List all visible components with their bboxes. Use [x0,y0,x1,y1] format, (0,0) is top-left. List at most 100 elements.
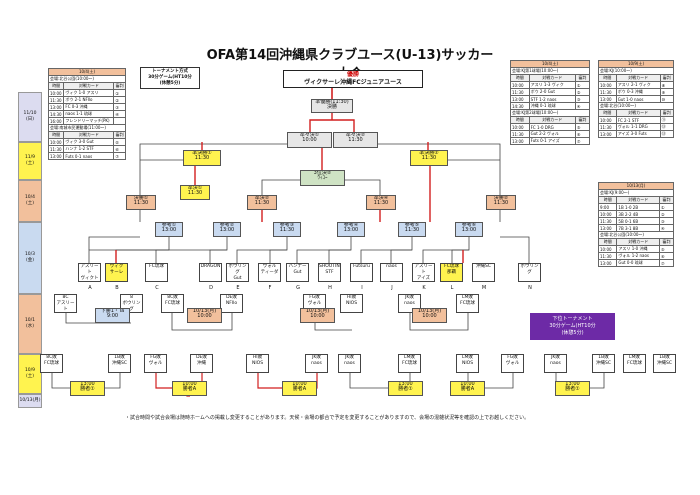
match-label: 参考④ [343,222,359,228]
lower-match-3: 10/13(月)10:00 [300,308,335,323]
schedule-cell: ⑦ [574,137,591,145]
schedule-cell: 13:00 [510,95,530,103]
schedule-cell: ⑥ [659,252,674,260]
champion-label: 優勝 [346,71,359,78]
team-name: FC琉球 [149,264,164,269]
team-name: FG敗 [150,355,161,360]
schedule-cell: ボウ 2-1 NFIlo [63,96,115,104]
schedule-cell: ③ [113,103,126,111]
team-sub: naos [550,361,561,366]
schedule-cell: 11:30 [510,130,530,138]
bracket-line [500,236,530,263]
match-time: 11:30 [194,155,210,161]
team-box: ヴィクサーレ [105,263,128,282]
team-name: FC琉球 [444,264,459,269]
format-line-1: トーナメント方式 [152,69,188,74]
team-sub: 沖縄 [197,361,206,366]
schedule-cell: ⑪ [659,116,675,124]
team-letter: I [361,285,363,291]
team-name: HI敗 [346,295,357,300]
match-label: 下勝1・Ta [100,308,125,314]
team-sub: NIOS [251,361,264,366]
team-sub: FC琉球 [402,361,417,366]
schedule-cell: 対戦カード [528,116,576,124]
match-time: 10:00 [310,313,325,319]
day-label-1: 11/10(日) [18,92,42,142]
schedule-cell: アスリ 1-0 沖縄 [616,245,661,253]
team-sub: ヴォル [148,361,163,366]
team-letter: C [155,285,159,291]
lower-tournament-legend: 下位トーナメント 30分ゲーム(HT10分 (休憩5分) [530,313,615,340]
schedule-venue: 会場:KJ第1球場(10:00〜) [510,67,590,75]
team-name: JK敗 [345,355,354,360]
schedule-cell: アスリ 1-3 ヴィク [528,81,576,89]
schedule-cell: 13:00 [510,137,530,145]
team-name: LM敗 [629,355,640,360]
schedule-cell: ④ [574,102,591,110]
schedule-cell: ⑥ [113,145,126,153]
team-sub: ボウリング [122,301,141,312]
final-match: 準優勝(11:30) 決勝 [311,99,353,113]
format-line-3: (休憩5分) [159,81,181,86]
schedule-cell: 10:00 [598,81,617,89]
team-name: ハンナー [288,264,307,269]
schedule-cell: 7B 3-1 8B [616,224,661,232]
bracket-line [209,249,227,263]
bracket-line [261,179,300,195]
schedule-cell: 9:00 [597,203,618,211]
bracket-line [88,236,140,250]
team-name: DE敗 [226,295,237,300]
match-time: 11:30 [348,137,363,143]
schedule-cell: 13:00 [47,103,65,111]
match-time: 11:30 [254,200,270,206]
day-weekday: (日) [25,117,34,122]
schedule-cell: 11:30 [47,96,65,104]
schedule-cell: 11:30 [510,88,530,96]
legend-line-3: (休憩5分) [561,330,584,336]
schedule-venue: 会場:KJ(10:00〜) [598,67,674,75]
team-box: ボウリング [518,263,541,282]
legend-line-1: 下位トーナメント [552,316,593,322]
team-box: DRAGON [199,263,222,282]
schedule-cell: Gut 1-0 naos [615,95,661,103]
day-date: 10/9 [24,368,36,373]
schedule-cell: 対戦カード [63,82,115,90]
day-date: 10/1 [24,318,36,323]
match-label: 準決④ [373,195,389,201]
schedule-cell: ヴォル 1-1 DRG [615,123,661,131]
match-time: 10:00 [422,313,437,319]
final-label: 決勝 [326,104,337,110]
schedule-cell: 対戦カード [616,196,661,204]
schedule-cell: ② [659,210,674,218]
match-time: 10:00 [182,381,197,387]
match-label: 勝者① [565,386,580,392]
team-name: DRAGON [200,264,221,269]
team-sub: FC琉球 [627,361,642,366]
schedule-cell: 11:30 [47,145,65,153]
schedule-cell: ⑤ [574,123,591,131]
day-weekday: (金) [25,258,34,263]
day-date: 11/9 [24,155,36,160]
team-letter: L [450,285,454,291]
schedule-cell: 審判 [659,74,675,82]
schedule-cell: 10:00 [597,245,618,253]
tournament-format-note: トーナメント方式 30分ゲーム(HT10分 (休憩5分) [140,67,200,89]
match-time: 11:30 [187,190,203,196]
schedule-cell: ボウ 0-3 沖縄 [615,88,661,96]
schedule-cell: 審判 [113,131,126,139]
